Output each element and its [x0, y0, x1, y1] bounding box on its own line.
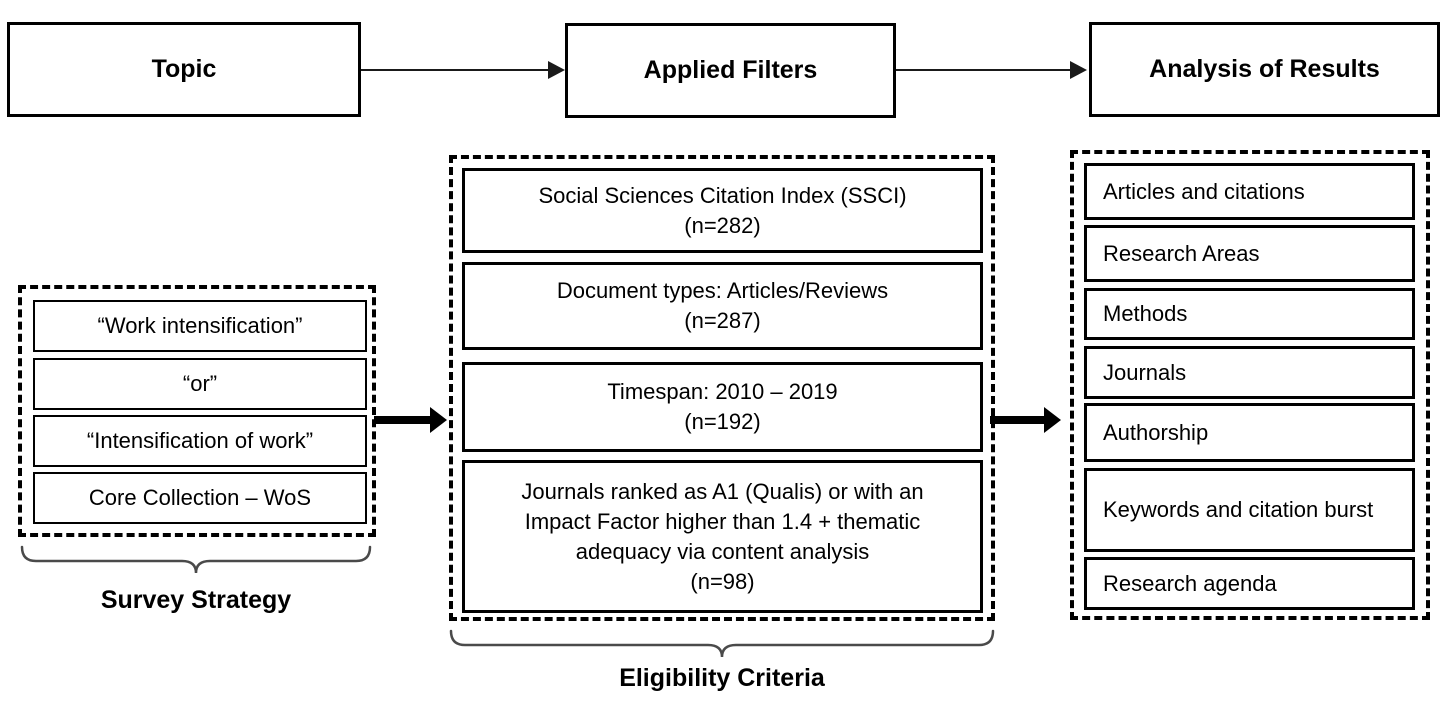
arrow-filters-to-analysis-icon — [1070, 61, 1087, 79]
filter-label: Document types: Articles/Reviews (n=287) — [556, 278, 889, 333]
analysis-items-group — [1070, 150, 1430, 620]
filter-label: Social Sciences Citation Index (SSCI) (n… — [538, 182, 907, 238]
search-term-box: Core Collection – WoS — [33, 472, 367, 524]
analysis-item-label: Methods — [1103, 301, 1188, 326]
analysis-item-label: Research Areas — [1103, 240, 1260, 266]
analysis-item-label: Journals — [1103, 359, 1187, 385]
search-term-label: “Intensification of work” — [86, 428, 314, 453]
arrow-survey-to-eligibility-shaft — [374, 416, 432, 424]
analysis-item-label: Authorship — [1103, 419, 1209, 445]
search-term-box: “Work intensification” — [33, 300, 367, 352]
analysis-item-box: Methods — [1084, 288, 1415, 340]
filter-box: Timespan: 2010 – 2019 (n=192) — [462, 362, 983, 452]
filter-box: Social Sciences Citation Index (SSCI) (n… — [462, 168, 983, 253]
topic-label: Topic — [151, 55, 217, 83]
analysis-item-box: Journals — [1084, 346, 1415, 399]
eligibility-criteria-caption: Eligibility Criteria — [619, 664, 825, 692]
arrow-filters-to-analysis-shaft — [896, 69, 1071, 71]
filter-label: Journals ranked as A1 (Qualis) or with a… — [521, 478, 924, 594]
arrow-topic-to-filters-icon — [548, 61, 565, 79]
analysis-item-label: Articles and citations — [1103, 178, 1305, 204]
applied-filters-box: Applied Filters — [565, 23, 896, 118]
analysis-item-label: Research agenda — [1103, 570, 1277, 596]
search-term-label: “or” — [182, 371, 218, 396]
analysis-item-box: Research Areas — [1084, 225, 1415, 282]
applied-filters-label: Applied Filters — [643, 56, 818, 84]
topic-box: Topic — [7, 22, 361, 117]
search-term-box: “or” — [33, 358, 367, 410]
analysis-of-results-label: Analysis of Results — [1149, 55, 1380, 83]
survey-strategy-caption: Survey Strategy — [100, 586, 292, 614]
analysis-item-label: Keywords and citation burst — [1103, 497, 1374, 522]
arrow-topic-to-filters-shaft — [361, 69, 549, 71]
analysis-item-box: Authorship — [1084, 403, 1415, 462]
eligibility-criteria-brace — [449, 629, 995, 658]
analysis-item-box: Articles and citations — [1084, 163, 1415, 220]
analysis-item-box: Research agenda — [1084, 557, 1415, 610]
survey-strategy-brace — [20, 545, 372, 574]
filter-label: Timespan: 2010 – 2019 (n=192) — [607, 379, 838, 434]
arrow-eligibility-to-analysis-icon — [1044, 407, 1061, 433]
analysis-of-results-box: Analysis of Results — [1089, 22, 1440, 117]
filter-box: Journals ranked as A1 (Qualis) or with a… — [462, 460, 983, 613]
arrow-survey-to-eligibility-icon — [430, 407, 447, 433]
search-term-label: Core Collection – WoS — [88, 485, 312, 510]
survey-strategy-group — [18, 285, 376, 537]
analysis-item-box: Keywords and citation burst — [1084, 468, 1415, 552]
eligibility-criteria-group — [449, 155, 995, 621]
search-term-label: “Work intensification” — [97, 313, 303, 338]
filter-box: Document types: Articles/Reviews (n=287) — [462, 262, 983, 350]
search-term-box: “Intensification of work” — [33, 415, 367, 467]
arrow-eligibility-to-analysis-shaft — [990, 416, 1046, 424]
